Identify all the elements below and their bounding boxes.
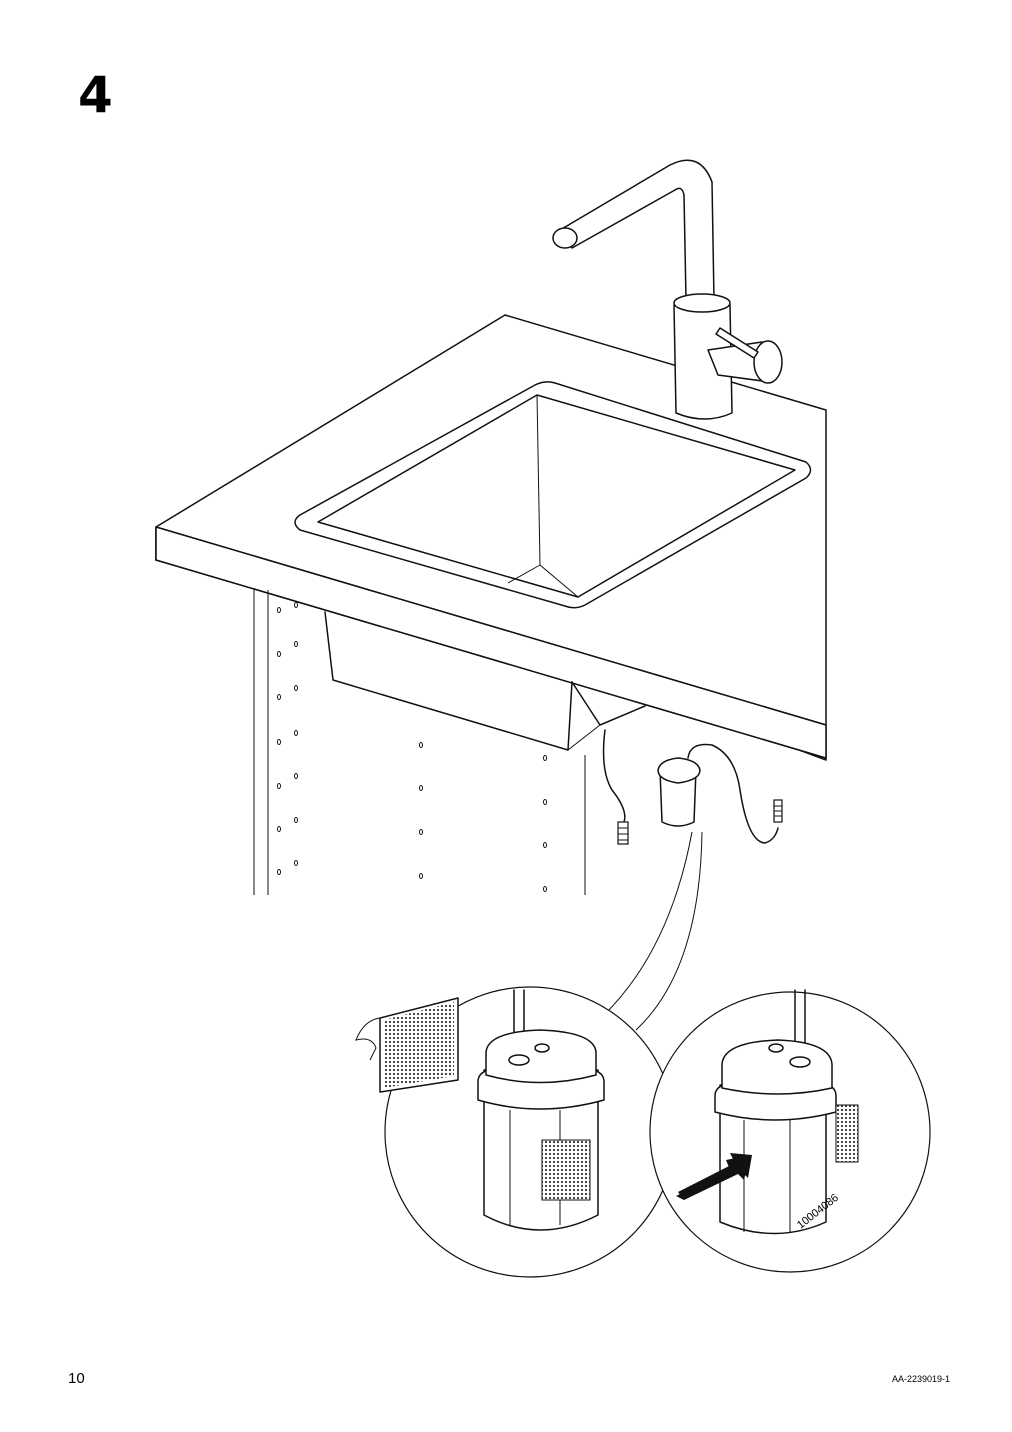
page-number: 10 — [68, 1370, 85, 1387]
detail-circle-right — [649, 989, 931, 1273]
push-arrow-icon — [676, 1153, 752, 1200]
sink-icon — [294, 381, 812, 751]
cabinet-frame — [253, 588, 586, 895]
countertop — [155, 314, 827, 761]
filter-cartridge-icon — [657, 743, 783, 844]
document-code: AA-2239019-1 — [891, 1374, 950, 1384]
faucet-hose — [602, 729, 629, 845]
faucet-icon — [552, 159, 783, 420]
callout-lines — [603, 831, 703, 1031]
adhesive-pad-icon — [355, 997, 459, 1093]
step-number: 4 — [78, 66, 113, 124]
